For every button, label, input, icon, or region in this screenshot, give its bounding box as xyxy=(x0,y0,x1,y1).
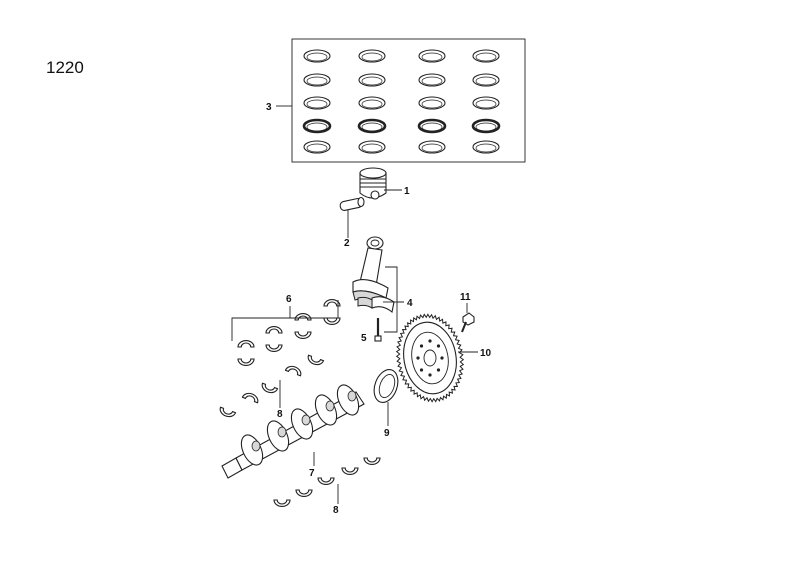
piston-ring xyxy=(358,73,386,87)
crank-journal xyxy=(277,426,287,438)
bearing-shell xyxy=(323,299,341,307)
piston-pin[interactable] xyxy=(339,196,365,212)
bearing-shell xyxy=(295,489,313,497)
piston-ring xyxy=(418,96,446,110)
callout-5: 5 xyxy=(361,333,367,344)
callout-2: 2 xyxy=(344,238,350,249)
leader-lines xyxy=(231,105,478,504)
callout-4: 4 xyxy=(407,298,413,309)
piston-ring xyxy=(357,118,387,134)
bearing-shell xyxy=(273,499,291,507)
main-bearing-shells-lower[interactable] xyxy=(273,457,381,507)
callout-11: 11 xyxy=(460,292,471,303)
flywheel[interactable] xyxy=(390,309,470,407)
bearing-shell xyxy=(241,392,259,404)
crank-journal xyxy=(347,390,357,402)
callout-6: 6 xyxy=(286,294,292,305)
piston-ring xyxy=(417,118,447,134)
bearing-shell xyxy=(261,382,279,394)
piston-ring xyxy=(471,118,501,134)
piston-ring xyxy=(472,49,500,63)
crank-journal xyxy=(301,414,311,426)
piston-ring xyxy=(418,140,446,154)
bearing-shell xyxy=(294,313,312,321)
ring-set-frame xyxy=(291,38,526,163)
callout-1: 1 xyxy=(404,186,410,197)
piston-ring xyxy=(418,49,446,63)
crank-journal xyxy=(251,440,261,452)
piston-ring xyxy=(302,118,332,134)
bearing-shell xyxy=(307,354,325,366)
crank-webs xyxy=(240,384,360,466)
piston-ring xyxy=(303,49,331,63)
bearing-shell xyxy=(265,344,283,352)
connecting-rod[interactable] xyxy=(352,236,389,307)
ring-grid xyxy=(302,49,501,154)
rod-cap[interactable] xyxy=(357,296,395,313)
rear-seal[interactable] xyxy=(370,366,402,405)
callout-8-lower: 8 xyxy=(333,505,339,516)
piston-ring xyxy=(303,140,331,154)
bearing-shell xyxy=(265,326,283,334)
piston-ring-set[interactable] xyxy=(291,38,526,163)
piston-ring xyxy=(358,49,386,63)
flywheel-bolt-holes xyxy=(416,339,444,377)
callout-10: 10 xyxy=(480,348,492,359)
piston-ring xyxy=(418,73,446,87)
bearing-shell xyxy=(294,331,312,339)
bearing-shell xyxy=(237,340,255,348)
main-bearing-shells-upper[interactable] xyxy=(218,354,325,418)
rod-bolt[interactable] xyxy=(374,318,382,342)
bearing-shell xyxy=(284,365,302,377)
bearing-shell xyxy=(317,477,335,485)
bearing-shell xyxy=(341,467,359,475)
crankshaft[interactable] xyxy=(221,382,365,479)
piston[interactable] xyxy=(359,167,387,200)
piston-ring xyxy=(303,96,331,110)
callout-9: 9 xyxy=(384,428,390,439)
rod-bearing-shells[interactable] xyxy=(237,299,341,366)
callout-7: 7 xyxy=(309,468,315,479)
callout-8-upper: 8 xyxy=(277,409,283,420)
flywheel-bolt[interactable] xyxy=(461,312,475,333)
piston-ring xyxy=(472,140,500,154)
page-number: 1220 xyxy=(46,58,84,77)
crank-journal xyxy=(325,400,335,412)
piston-ring xyxy=(358,96,386,110)
callout-3: 3 xyxy=(266,102,272,113)
piston-ring xyxy=(303,73,331,87)
piston-ring xyxy=(358,140,386,154)
piston-ring xyxy=(472,96,500,110)
bearing-shell xyxy=(323,317,341,325)
bearing-shell xyxy=(219,406,237,418)
bearing-shell xyxy=(237,358,255,366)
piston-ring xyxy=(472,73,500,87)
bearing-shell xyxy=(363,457,381,465)
